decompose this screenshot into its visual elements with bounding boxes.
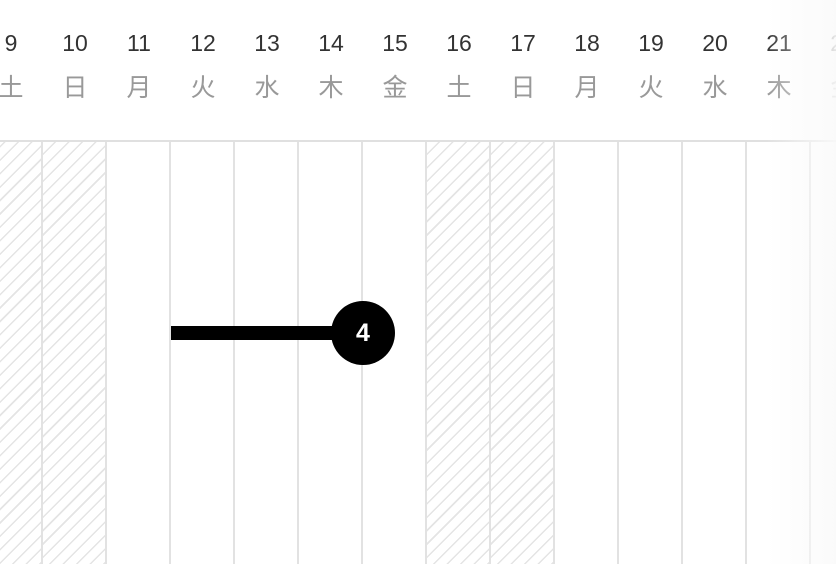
task-bar[interactable] <box>171 326 363 340</box>
day-weekday: 日 <box>62 73 88 102</box>
day-weekday: 金 <box>811 68 836 104</box>
day-header: 20 水 <box>683 0 747 140</box>
day-column[interactable] <box>683 142 747 564</box>
day-weekday: 土 <box>446 73 472 102</box>
day-header: 19 火 <box>619 0 683 140</box>
day-column[interactable] <box>619 142 683 564</box>
day-column[interactable] <box>555 142 619 564</box>
day-weekday: 日 <box>510 73 536 102</box>
day-column[interactable] <box>107 142 171 564</box>
day-weekday: 水 <box>254 73 280 102</box>
day-number: 12 <box>190 30 216 56</box>
day-number: 13 <box>254 30 280 56</box>
day-weekday: 月 <box>574 73 600 102</box>
day-column[interactable] <box>171 142 235 564</box>
weekend-column[interactable] <box>491 142 555 564</box>
day-header: 12 火 <box>171 0 235 140</box>
day-number: 17 <box>510 30 536 56</box>
day-number: 21 <box>766 30 792 56</box>
day-column[interactable] <box>811 142 836 564</box>
day-number: 20 <box>702 30 728 56</box>
weekend-column[interactable] <box>427 142 491 564</box>
day-number: 18 <box>574 30 600 56</box>
day-header: 17 日 <box>491 0 555 140</box>
day-number: 16 <box>446 30 472 56</box>
day-header: 10 日 <box>43 0 107 140</box>
day-weekday: 火 <box>190 73 216 102</box>
day-header: 18 月 <box>555 0 619 140</box>
day-number: 11 <box>127 30 151 56</box>
day-header: 22 金 <box>811 0 836 140</box>
day-header: 11 月 <box>107 0 171 140</box>
day-column[interactable] <box>235 142 299 564</box>
day-header: 15 金 <box>363 0 427 140</box>
day-weekday: 土 <box>0 73 24 102</box>
day-header: 21 木 <box>747 0 811 140</box>
day-weekday: 火 <box>638 73 664 102</box>
weekend-column[interactable] <box>43 142 107 564</box>
day-column[interactable] <box>747 142 811 564</box>
day-number: 9 <box>4 30 18 56</box>
day-number: 15 <box>382 30 408 56</box>
task-count-badge[interactable]: 4 <box>331 301 395 365</box>
weekend-column[interactable] <box>0 142 43 564</box>
day-weekday: 水 <box>702 73 728 102</box>
day-number: 22 <box>811 30 836 57</box>
day-weekday: 金 <box>382 73 408 102</box>
day-header: 14 木 <box>299 0 363 140</box>
calendar-header: 9土10日11月12火13水14木15金16土17日18月19火20水21木22… <box>0 0 836 142</box>
day-number: 19 <box>638 30 664 56</box>
day-number: 10 <box>62 30 88 56</box>
day-number: 14 <box>318 30 344 56</box>
day-header: 16 土 <box>427 0 491 140</box>
day-weekday: 月 <box>126 73 152 102</box>
day-column[interactable] <box>363 142 427 564</box>
calendar-grid: 4 <box>0 142 836 564</box>
day-header: 13 水 <box>235 0 299 140</box>
day-weekday: 木 <box>318 73 344 102</box>
day-weekday: 木 <box>766 73 792 102</box>
